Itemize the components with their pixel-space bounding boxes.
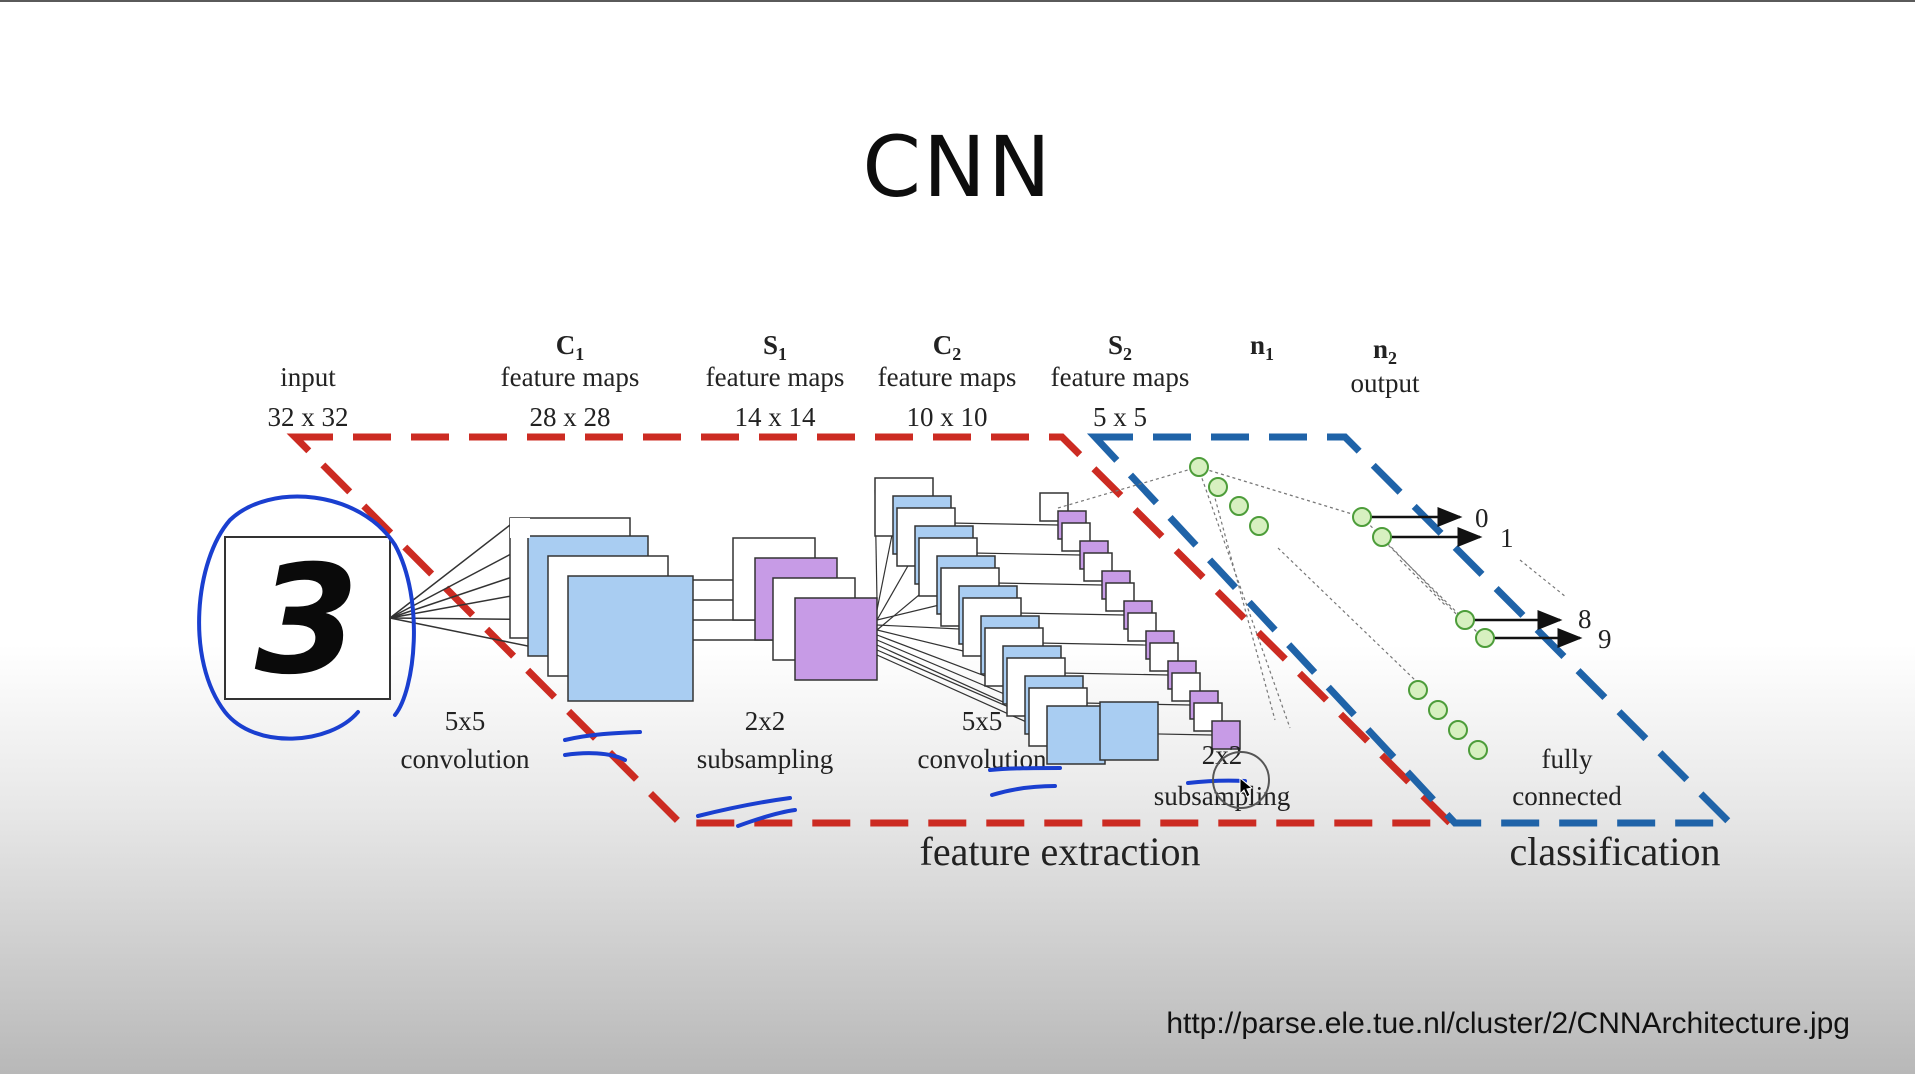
annotation-underline-6 [990,784,1057,797]
output-label-1: 1 [1500,523,1514,553]
header-s1-sub: 1 [778,344,787,364]
c2-s2-connection [1016,612,1125,616]
svg-text:n1: n1 [1250,330,1274,364]
header-c1: C1 feature maps 28 x 28 [501,330,640,432]
svg-text:S2: S2 [1108,330,1132,364]
op-sub1-bottom: subsampling [697,744,834,774]
annotation-underline-3 [696,796,792,818]
classification-border [1086,433,1739,827]
annotation-underline-7 [1186,778,1247,785]
svg-text:S1: S1 [763,330,787,364]
c2-s2-connection [950,522,1059,526]
c2-s2-connection [972,552,1081,556]
op-conv1-top: 5x5 [445,706,486,736]
annotation-underline-5 [988,766,1062,772]
s2-map-back [1171,672,1201,702]
header-input: input 32 x 32 [268,362,349,432]
header-s1-size: 14 x 14 [735,402,817,432]
output-label-0: 0 [1475,503,1489,533]
annotation-underline-1 [563,730,642,742]
header-c2-caption: feature maps [878,362,1017,392]
s2-map-back [1039,492,1069,522]
input-digit: 3 [255,534,359,708]
group-labels: feature extraction classification [920,829,1721,874]
op-conv2-top: 5x5 [962,706,1003,736]
header-s1: S1 feature maps 14 x 14 [706,330,845,432]
header-s2-size: 5 x 5 [1093,402,1147,432]
header-s2-name: S [1108,330,1123,360]
svg-text:C2: C2 [933,330,962,364]
feature-extraction-border [286,433,1459,827]
c2-s2-connection [1038,642,1147,646]
header-c2-size: 10 x 10 [907,402,988,432]
header-c2-sub: 2 [952,344,961,364]
header-n1-name: n [1250,330,1265,360]
header-input-size: 32 x 32 [268,402,349,432]
op-fc-top: fully [1542,744,1593,774]
op-conv1-bottom: convolution [401,744,530,774]
header-n1-sub: 1 [1265,344,1274,364]
header-n2: n2 output [1350,334,1420,398]
header-n2-caption: output [1350,368,1420,398]
mouse-cursor [1212,751,1270,809]
output-label-9: 9 [1598,624,1612,654]
header-c2: C2 feature maps 10 x 10 [878,330,1017,432]
header-s2-sub: 2 [1123,344,1132,364]
top-border [0,0,1915,2]
c2-s2-connection [1060,672,1169,676]
header-input-caption: input [280,362,336,392]
header-c1-name: C [556,330,576,360]
s1-feature-maps [732,537,878,681]
annotation-underline-4 [736,808,797,828]
op-fc-bottom: connected [1512,781,1622,811]
c2-s2-feature-maps [874,477,1241,765]
header-n1: n1 [1250,330,1274,364]
c1-feature-maps [509,517,694,702]
op-sub1-top: 2x2 [745,706,786,736]
c2-s2-connection [994,582,1103,586]
op-sub2-bottom: subsampling [1154,781,1291,811]
header-s2: S2 feature maps 5 x 5 [1051,330,1190,432]
annotation-circle [197,494,416,741]
n2-neurons: 0 1 8 9 [1352,503,1612,654]
svg-text:n2: n2 [1373,334,1397,368]
header-n2-sub: 2 [1388,348,1397,368]
header-s2-caption: feature maps [1051,362,1190,392]
header-c2-name: C [933,330,953,360]
annotation-underline-2 [563,751,627,762]
input-image: 3 [224,534,391,708]
connections-s2-n1 [1057,466,1416,729]
header-c1-size: 28 x 28 [530,402,611,432]
output-label-8: 8 [1578,604,1592,634]
header-c1-caption: feature maps [501,362,640,392]
header-c1-sub: 1 [575,344,584,364]
c2-map-last [1099,701,1159,761]
header-s1-name: S [763,330,778,360]
feature-extraction-label: feature extraction [920,829,1201,874]
header-n2-name: n [1373,334,1388,364]
classification-label: classification [1509,829,1720,874]
header-s1-caption: feature maps [706,362,845,392]
slide-title: CNN [862,118,1053,216]
op-sub2-top: 2x2 [1202,740,1243,770]
pen-annotations [197,494,1247,828]
svg-text:C1: C1 [556,330,585,364]
n1-neurons [1189,457,1488,760]
source-url: http://parse.ele.tue.nl/cluster/2/CNNArc… [1166,1007,1850,1040]
c2-map [1046,705,1106,765]
